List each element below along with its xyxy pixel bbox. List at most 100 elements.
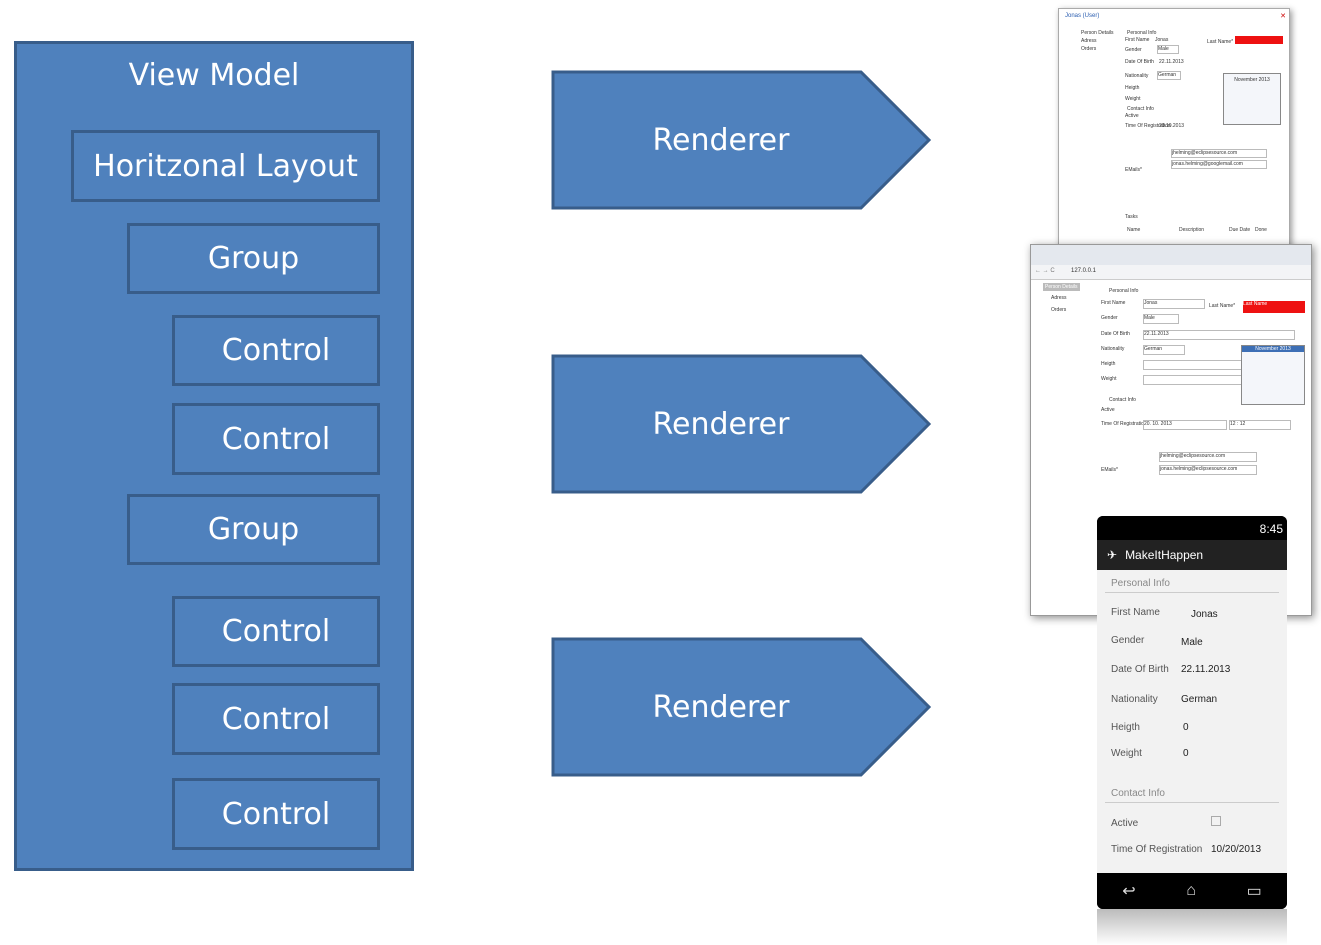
mobile-dob[interactable]: 22.11.2013	[1181, 664, 1231, 675]
mobile-nav-bar: ↩ ⌂ ▭	[1097, 873, 1287, 909]
control-label-2: Control	[221, 421, 331, 457]
renderer-arrow-shape-1	[551, 70, 932, 210]
group-label-1: Group	[207, 241, 300, 276]
desktop-calendar[interactable]: November 2013	[1223, 73, 1281, 125]
desktop-title: Jonas (User)	[1065, 13, 1100, 19]
desktop-nationality-label: Nationality	[1125, 73, 1149, 79]
mobile-height[interactable]: 0	[1183, 722, 1189, 733]
desktop-email-2[interactable]: jonas.helming@googlemail.com	[1171, 160, 1267, 169]
renderer-label-3: Renderer	[652, 689, 790, 725]
desktop-first-name[interactable]: Jonas	[1155, 37, 1169, 43]
divider	[1105, 592, 1279, 593]
group-box-1: Group	[127, 223, 380, 294]
mobile-first-name[interactable]: Jonas	[1191, 609, 1218, 620]
desktop-dob[interactable]: 22.11.2013	[1159, 59, 1184, 65]
desktop-tasks-label: Tasks	[1125, 214, 1138, 220]
renderer-arrow-shape-3	[551, 637, 932, 777]
web-calendar[interactable]: November 2013	[1241, 345, 1305, 405]
mobile-screenshot: 8:45 ✈ MakeItHappen Personal Info First …	[1097, 516, 1287, 909]
browser-nav-icon[interactable]: ← → C	[1035, 268, 1055, 274]
web-gender-label: Gender	[1101, 315, 1118, 321]
web-nav-item-adress[interactable]: Adress	[1051, 295, 1067, 301]
web-last-name-error[interactable]: Last Name	[1243, 301, 1305, 313]
web-first-name-label: First Name	[1101, 300, 1126, 306]
desktop-nav-item-orders[interactable]: Orders	[1081, 46, 1097, 52]
mobile-personal-info: Personal Info	[1111, 578, 1170, 589]
mobile-clock: 8:45	[1259, 522, 1283, 536]
desktop-time[interactable]: 20.10.2013	[1159, 123, 1185, 129]
web-section: Personal Info	[1109, 288, 1139, 294]
control-box-4: Control	[172, 683, 380, 755]
control-label-1: Control	[221, 333, 331, 368]
mobile-nationality[interactable]: German	[1181, 694, 1218, 705]
web-nav-item-person[interactable]: Person Details	[1043, 283, 1080, 291]
desktop-weight-label: Weight	[1125, 96, 1141, 102]
web-time-label: Time Of Registration	[1101, 421, 1147, 427]
desktop-tasks-col-name: Name	[1127, 227, 1141, 233]
mobile-time[interactable]: 10/20/2013	[1211, 844, 1262, 855]
desktop-screenshot: Jonas (User) ✕ Person Details Adress Ord…	[1058, 8, 1290, 250]
control-label-5: Control	[221, 796, 331, 832]
web-calendar-month: November 2013	[1242, 346, 1304, 352]
divider	[1105, 802, 1279, 803]
control-box-3: Control	[172, 596, 380, 667]
control-label-3: Control	[221, 614, 331, 649]
desktop-email-1[interactable]: jhelming@eclipsesource.com	[1171, 149, 1267, 158]
desktop-tasks-col-done: Done	[1255, 227, 1267, 233]
web-gender[interactable]: Male	[1143, 314, 1179, 324]
group-box-2: Group	[127, 494, 380, 565]
back-icon[interactable]: ↩	[1122, 883, 1136, 900]
web-weight[interactable]	[1143, 375, 1245, 385]
renderer-label-1: Renderer	[652, 122, 790, 158]
desktop-contact-label: Contact Info	[1127, 106, 1154, 112]
web-nav-item-orders[interactable]: Orders	[1051, 307, 1067, 313]
desktop-calendar-month: November 2013	[1234, 77, 1270, 83]
home-icon[interactable]: ⌂	[1186, 882, 1196, 899]
renderer-arrow-1: Renderer	[551, 70, 935, 212]
web-emails-label: EMails*	[1101, 467, 1118, 473]
web-email-1[interactable]: jhelming@eclipsesource.com	[1159, 452, 1257, 462]
desktop-emails-label: EMails*	[1125, 167, 1142, 173]
web-clock[interactable]: 12 : 12	[1229, 420, 1291, 430]
mobile-weight[interactable]: 0	[1183, 748, 1189, 759]
mobile-contact-info: Contact Info	[1111, 788, 1165, 799]
mobile-active-checkbox[interactable]	[1211, 816, 1221, 826]
renderer-arrow-2: Renderer	[551, 354, 935, 496]
desktop-nav-item-adress[interactable]: Adress	[1081, 38, 1097, 44]
desktop-tasks-col-due: Due Date	[1229, 227, 1251, 233]
desktop-gender[interactable]: Male	[1157, 45, 1179, 54]
mobile-action-bar: ✈ MakeItHappen	[1097, 540, 1287, 570]
desktop-gender-label: Gender	[1125, 47, 1142, 53]
desktop-dob-label: Date Of Birth	[1125, 59, 1154, 65]
mobile-gender[interactable]: Male	[1181, 637, 1203, 648]
web-height[interactable]	[1143, 360, 1245, 370]
mobile-weight-label: Weight	[1111, 748, 1142, 759]
browser-url[interactable]: 127.0.0.1	[1071, 268, 1097, 274]
browser-toolbar: ← → C 127.0.0.1	[1031, 265, 1311, 280]
desktop-nationality[interactable]: German	[1157, 71, 1181, 80]
control-box-2: Control	[172, 403, 380, 475]
web-time[interactable]: 20. 10. 2013	[1143, 420, 1227, 430]
web-first-name[interactable]: Jonas	[1143, 299, 1205, 309]
close-icon[interactable]: ✕	[1280, 13, 1286, 20]
web-dob[interactable]: 22.11.2013	[1143, 330, 1295, 340]
group-label-2: Group	[207, 512, 300, 547]
desktop-height-label: Heigth	[1125, 85, 1140, 91]
web-nationality[interactable]: German	[1143, 345, 1185, 355]
desktop-last-name-error[interactable]	[1235, 36, 1283, 44]
recents-icon[interactable]: ▭	[1246, 883, 1262, 900]
desktop-nav-item-person[interactable]: Person Details	[1081, 30, 1114, 36]
mobile-active-label: Active	[1111, 818, 1139, 829]
browser-tabbar	[1031, 245, 1311, 265]
mobile-gender-label: Gender	[1111, 635, 1145, 646]
mobile-app-title: MakeItHappen	[1125, 548, 1204, 562]
web-email-2[interactable]: jonas.helming@eclipsesource.com	[1159, 465, 1257, 475]
web-last-name-label: Last Name*	[1209, 303, 1236, 309]
control-box-5: Control	[172, 778, 380, 850]
renderer-arrow-shape-2	[551, 354, 932, 494]
desktop-active-label: Active	[1125, 113, 1139, 119]
desktop-time-label: Time Of Registration	[1125, 123, 1171, 129]
mobile-content: Personal Info First Name Jonas Gender Ma…	[1097, 570, 1287, 873]
desktop-section: Personal Info	[1127, 30, 1157, 36]
mobile-dob-label: Date Of Birth	[1111, 664, 1169, 675]
